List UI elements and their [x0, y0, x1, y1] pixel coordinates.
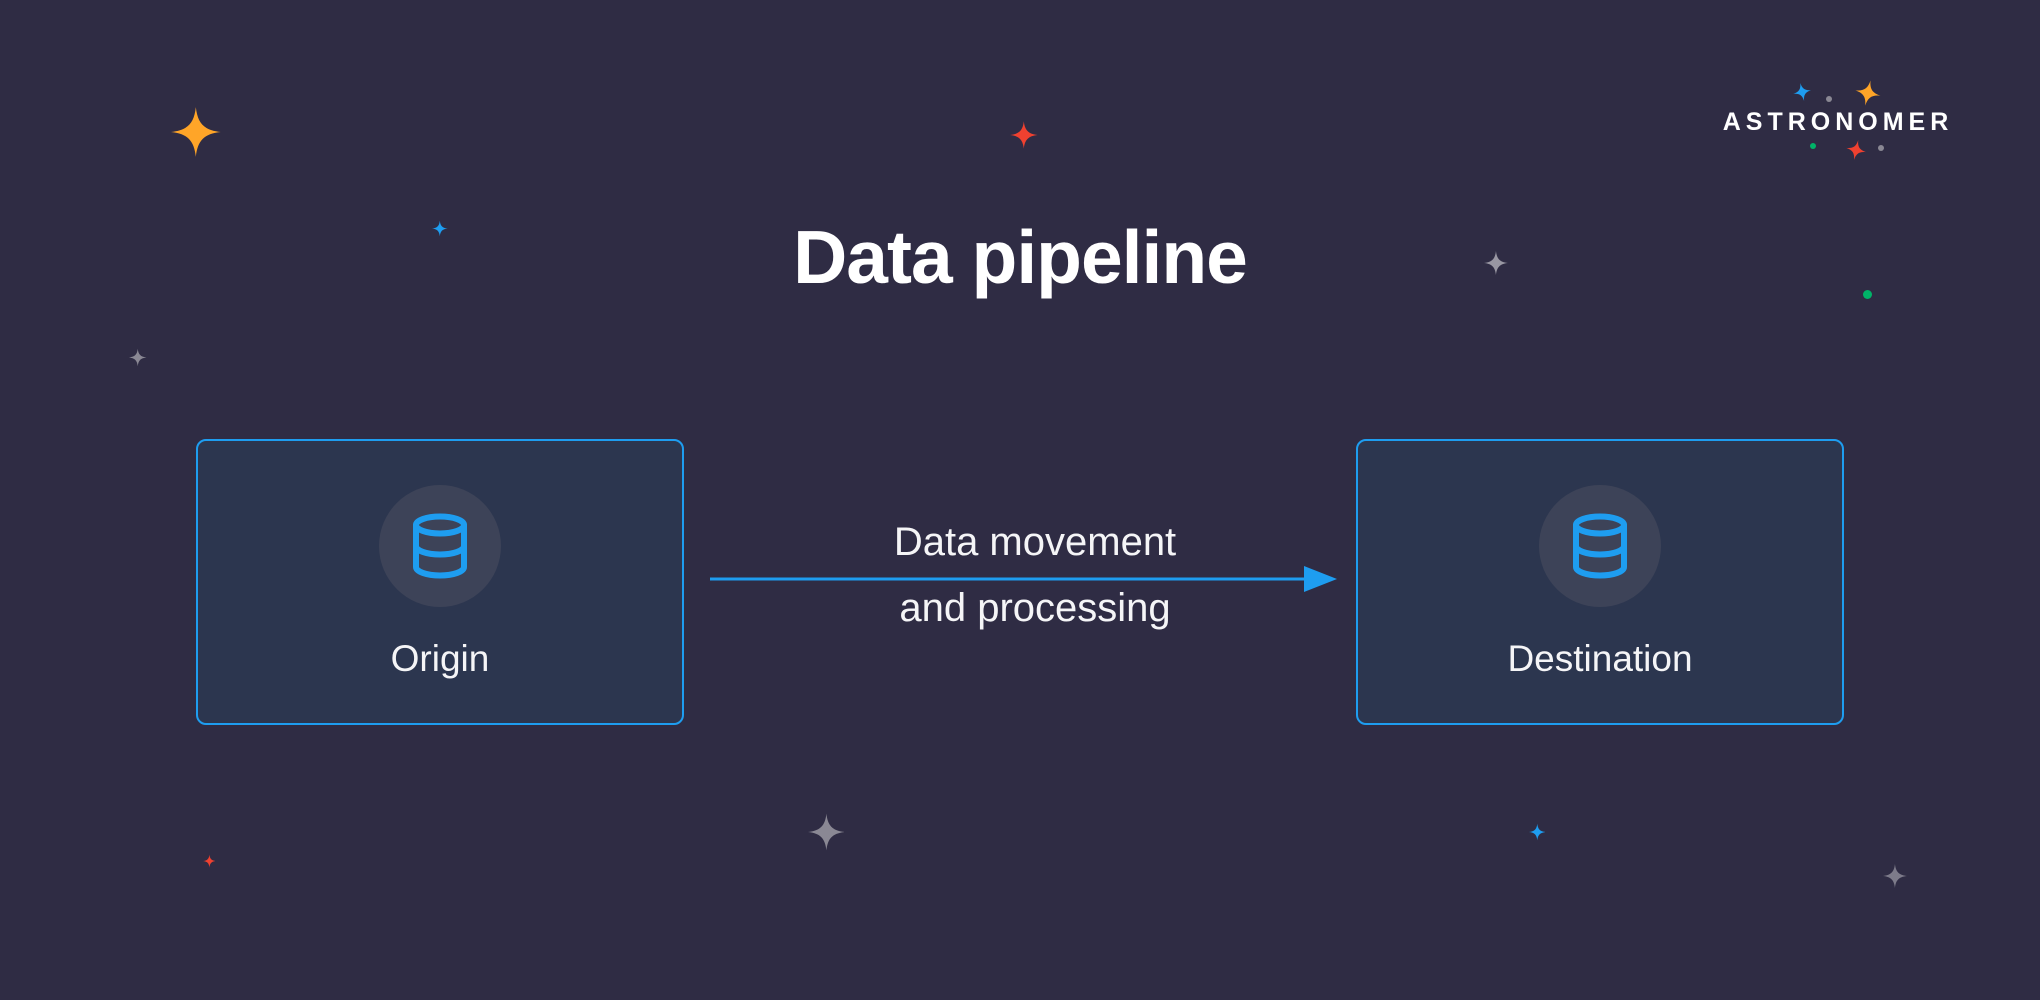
- sparkle-star-icon: [202, 854, 216, 868]
- icon-circle: [1539, 485, 1661, 607]
- astronomer-logo: ASTRONOMER: [1700, 107, 1976, 137]
- dot-star-icon: [1826, 96, 1832, 102]
- arrow-label-line2: and processing: [899, 586, 1171, 630]
- flow-arrow: [710, 566, 1337, 592]
- arrow-label-line1: Data movement: [893, 520, 1177, 564]
- arrow-label: Data movement and processing: [730, 509, 1340, 641]
- sparkle-star-icon: [1010, 121, 1038, 149]
- destination-label: Destination: [1507, 638, 1693, 679]
- icon-circle: [379, 485, 501, 607]
- sparkle-star-icon: [1883, 864, 1907, 888]
- dot-star-icon: [1810, 143, 1816, 149]
- arrow-head-icon: [1304, 566, 1337, 592]
- dot-star-icon: [1878, 145, 1884, 151]
- database-icon: [413, 513, 467, 579]
- sparkle-star-icon: [1855, 80, 1881, 106]
- database-icon: [1573, 513, 1627, 579]
- sparkle-star-icon: [1792, 83, 1811, 101]
- sparkle-star-icon: [1846, 140, 1866, 160]
- page-title: Data pipeline: [793, 215, 1248, 299]
- sparkle-star-icon: [1528, 823, 1546, 841]
- sparkle-star-icon: [129, 348, 147, 366]
- destination-node: Destination: [1356, 439, 1844, 725]
- origin-label: Origin: [390, 638, 490, 679]
- sparkle-star-icon: [807, 813, 845, 851]
- origin-node: Origin: [196, 439, 684, 725]
- astronomer-logo-text: ASTRONOMER: [1722, 108, 1954, 136]
- sparkle-star-icon: [171, 107, 221, 157]
